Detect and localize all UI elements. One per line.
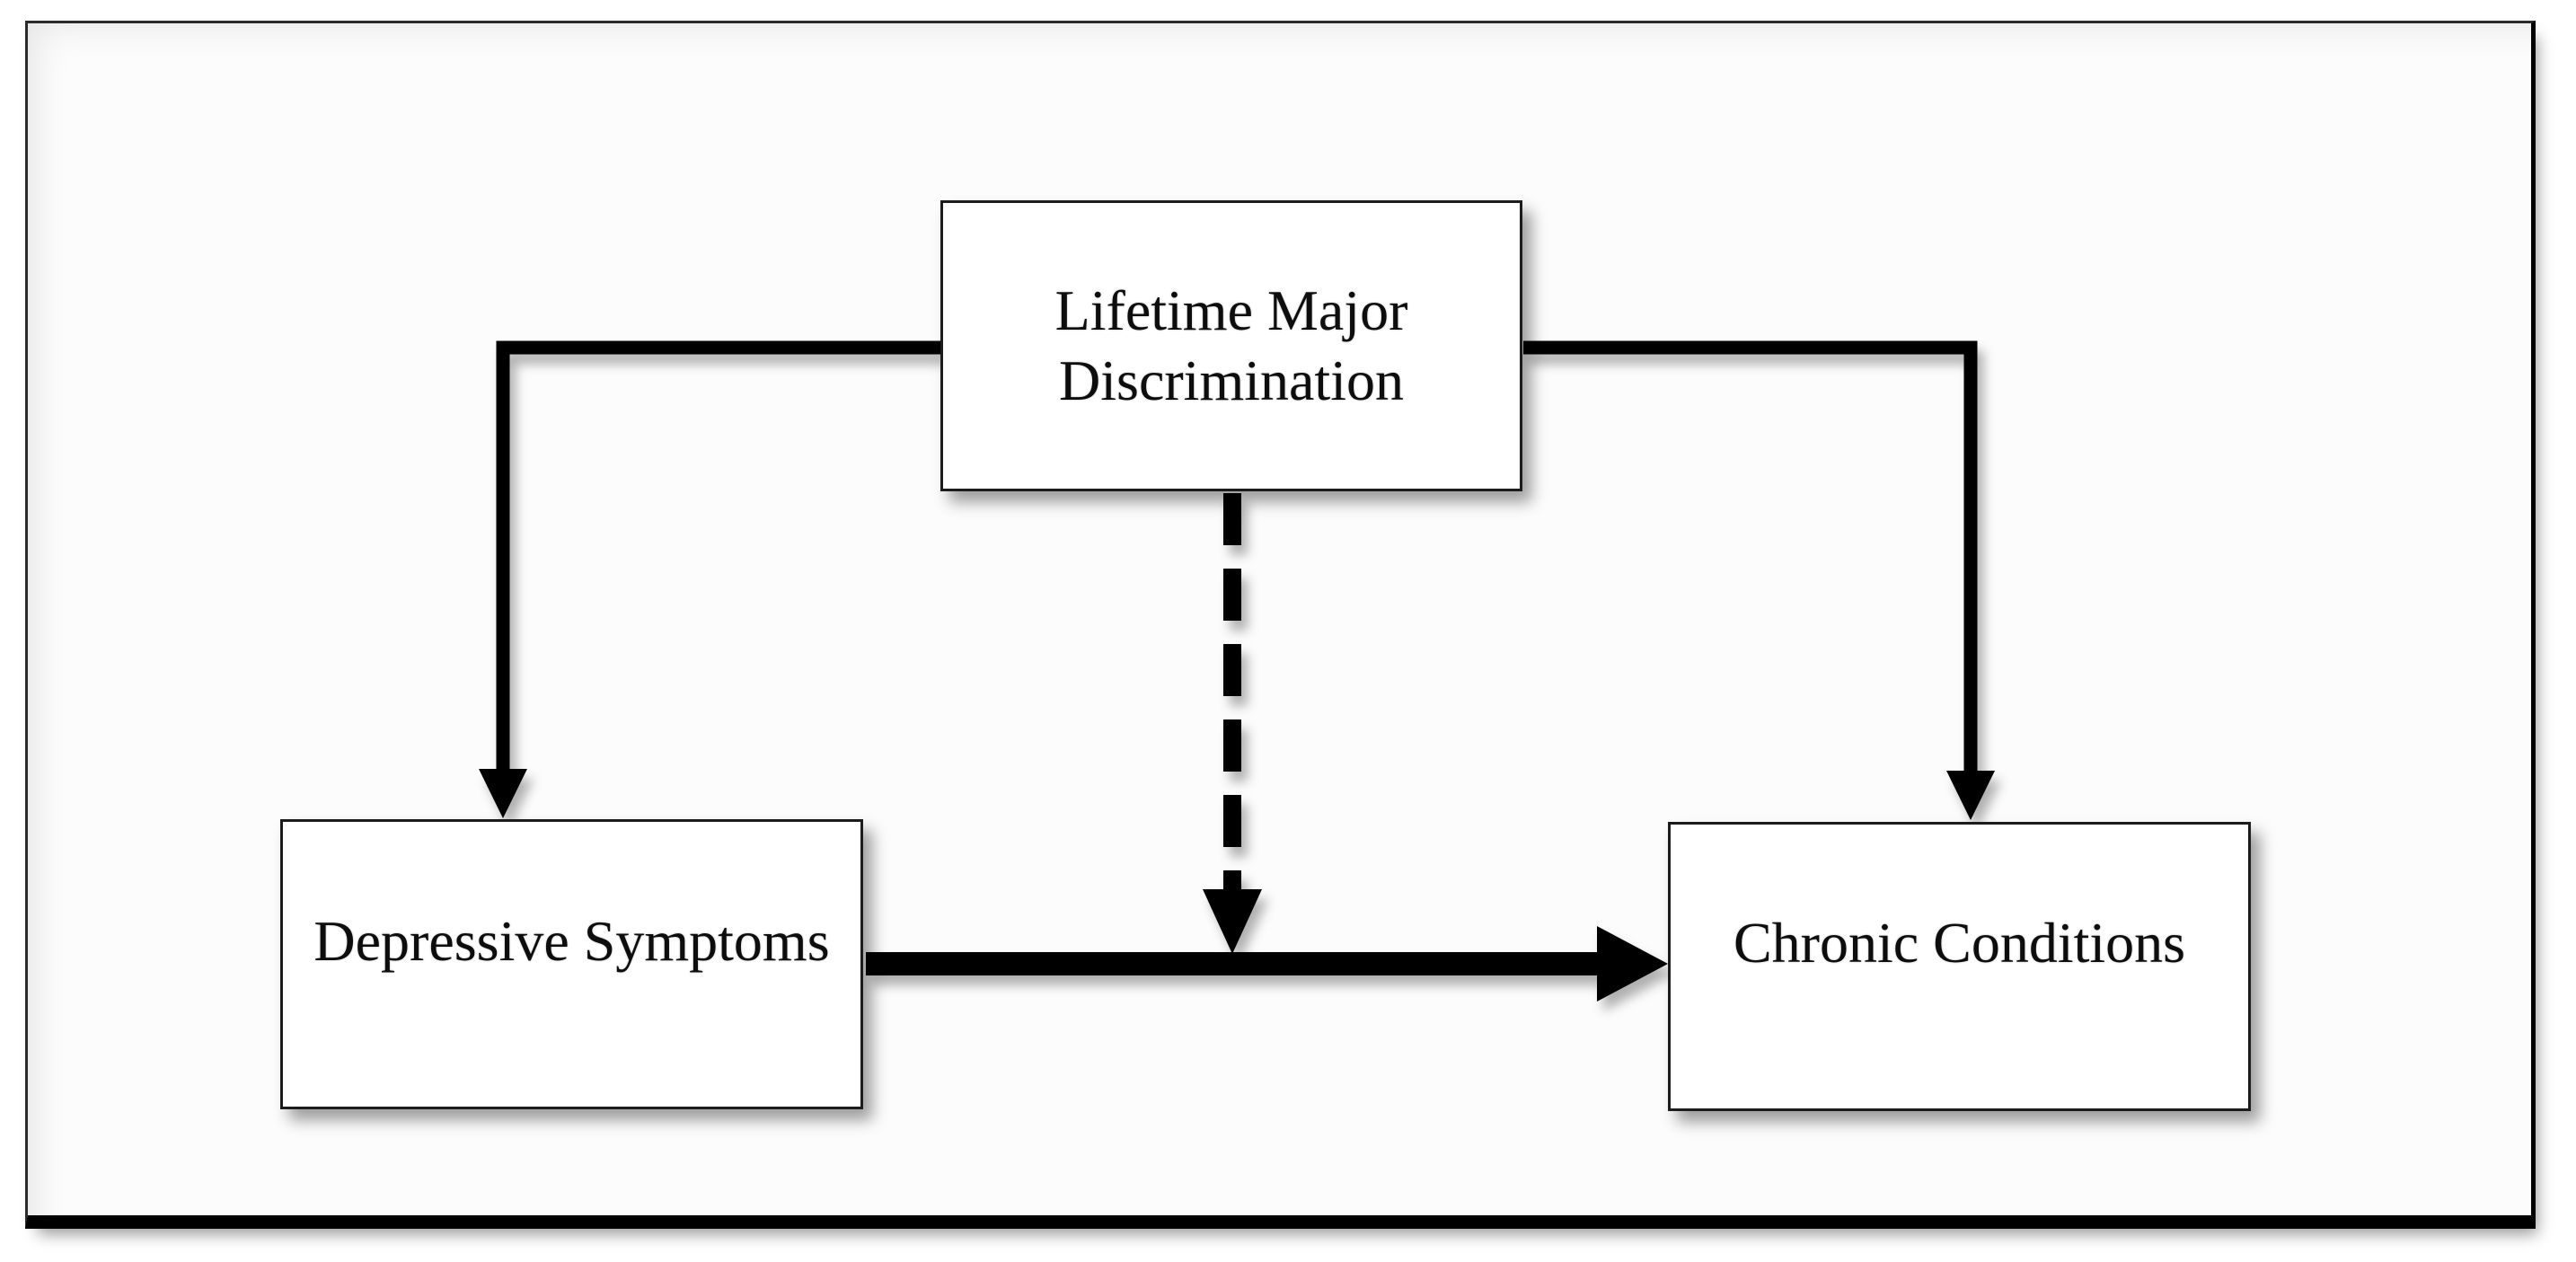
node-chronic-conditions: Chronic Conditions — [1668, 822, 2251, 1111]
node-label-line-2: Discrimination — [1059, 349, 1404, 412]
node-label-line-1: Lifetime Major — [1054, 278, 1408, 342]
node-depressive-symptoms: Depressive Symptoms — [280, 819, 863, 1109]
node-label: Lifetime Major Discrimination — [1055, 276, 1408, 416]
node-label: Chronic Conditions — [1733, 911, 2186, 975]
node-label: Depressive Symptoms — [313, 908, 830, 973]
node-lifetime-major-discrimination: Lifetime Major Discrimination — [940, 200, 1522, 491]
